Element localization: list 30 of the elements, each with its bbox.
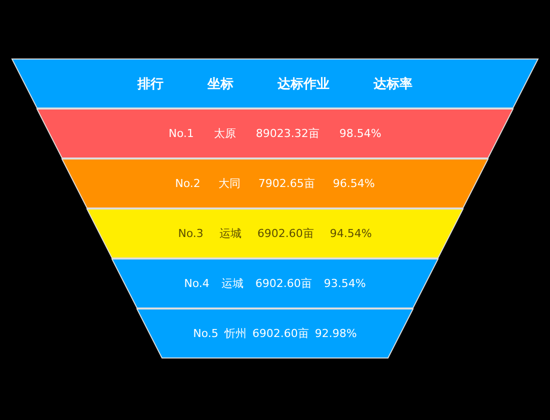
table-cell: 93.54%	[324, 277, 366, 290]
table-cell: 7902.65亩	[258, 176, 315, 191]
table-cell: No.2	[175, 177, 200, 190]
table-cell: 98.54%	[339, 127, 382, 140]
table-cell: 大同	[218, 176, 240, 191]
table-cell: 忻州	[224, 326, 246, 341]
header-band	[12, 59, 538, 108]
funnel-band	[112, 259, 438, 308]
table-cell: No.3	[178, 227, 204, 240]
table-cell: 6902.60亩	[257, 226, 314, 241]
table-cell: 太原	[214, 126, 236, 141]
funnel-band	[137, 309, 413, 358]
table-cell: 6902.60亩	[252, 326, 309, 341]
table-cell: No.1	[168, 127, 194, 140]
funnel-band	[87, 209, 463, 258]
table-cell: 运城	[221, 276, 244, 291]
table-cell: 6902.60亩	[255, 276, 312, 291]
table-cell: 96.54%	[332, 177, 375, 190]
funnel-band	[37, 109, 513, 158]
column-header: 坐标	[208, 76, 234, 92]
table-cell: 89023.32亩	[256, 126, 320, 141]
table-cell: 运城	[219, 226, 242, 241]
table-cell: 92.98%	[314, 327, 357, 340]
column-header: 达标作业	[278, 76, 330, 92]
column-header: 达标率	[374, 76, 412, 92]
table-cell: 94.54%	[330, 227, 372, 240]
funnel-band	[62, 159, 488, 208]
column-header: 排行	[138, 76, 164, 92]
table-cell: No.5	[193, 327, 218, 340]
table-cell: No.4	[184, 277, 210, 290]
